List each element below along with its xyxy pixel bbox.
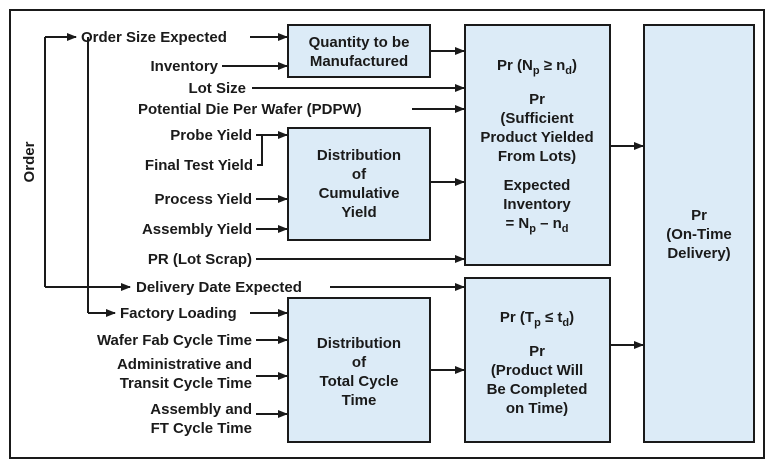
product-pr: Pr	[529, 91, 545, 108]
time-line-3: on Time)	[506, 400, 568, 417]
yield-box-line-1: Distribution	[317, 147, 401, 164]
delivery-date-label: Delivery Date Expected	[136, 279, 302, 296]
product-line-3: From Lots)	[498, 148, 576, 165]
pdpw-label: Potential Die Per Wafer (PDPW)	[138, 101, 362, 118]
cumulative-yield-box	[287, 127, 431, 241]
product-line-1: (Sufficient	[500, 110, 573, 127]
ontime-line-3: Delivery)	[667, 245, 730, 262]
final-test-yield-label: Final Test Yield	[145, 157, 253, 174]
admin-transit-label-1: Administrative and	[117, 356, 252, 373]
order-size-label: Order Size Expected	[81, 29, 227, 46]
time-pr: Pr	[529, 343, 545, 360]
cycle-box-line-2: of	[352, 354, 367, 371]
sufficient-product-box	[464, 24, 611, 266]
quantity-box	[287, 24, 431, 78]
on-time-delivery-box	[643, 24, 755, 443]
wafer-fab-label: Wafer Fab Cycle Time	[97, 332, 252, 349]
expected-inventory-formula: = Np – nd	[505, 215, 568, 235]
factory-loading-label: Factory Loading	[120, 305, 237, 322]
order-label: Order	[21, 141, 38, 182]
time-line-1: (Product Will	[491, 362, 583, 379]
product-line-2: Product Yielded	[480, 129, 593, 146]
process-yield-label: Process Yield	[154, 191, 252, 208]
cycle-box-line-3: Total Cycle	[320, 373, 399, 390]
admin-transit-label-2: Transit Cycle Time	[120, 375, 252, 392]
completed-on-time-box	[464, 277, 611, 443]
quantity-box-line-2: Manufactured	[310, 53, 408, 70]
lot-scrap-label: PR (Lot Scrap)	[148, 251, 252, 268]
probe-yield-label: Probe Yield	[170, 127, 252, 144]
ontime-line-2: (On-Time	[666, 226, 732, 243]
total-cycle-time-box	[287, 297, 431, 443]
assembly-ft-label-2: FT Cycle Time	[151, 420, 252, 437]
pr-np-ge-nd: Pr (Np ≥ nd)	[497, 57, 577, 77]
assembly-ft-label-1: Assembly and	[150, 401, 252, 418]
yield-box-line-3: Cumulative	[319, 185, 400, 202]
quantity-box-line-1: Quantity to be	[309, 34, 410, 51]
inventory-label: Inventory	[150, 58, 218, 75]
cycle-box-line-1: Distribution	[317, 335, 401, 352]
final-test-yield-connector	[257, 135, 263, 166]
time-line-2: Be Completed	[487, 381, 588, 398]
expected-line-2: Inventory	[503, 196, 571, 213]
assembly-yield-label: Assembly Yield	[142, 221, 252, 238]
lot-size-label: Lot Size	[188, 80, 246, 97]
expected-line-1: Expected	[504, 177, 571, 194]
pr-tp-le-td: Pr (Tp ≤ td)	[500, 309, 574, 329]
yield-box-line-2: of	[352, 166, 367, 183]
yield-box-line-4: Yield	[341, 204, 376, 221]
ontime-line-1: Pr	[691, 207, 707, 224]
cycle-box-line-4: Time	[342, 392, 377, 409]
